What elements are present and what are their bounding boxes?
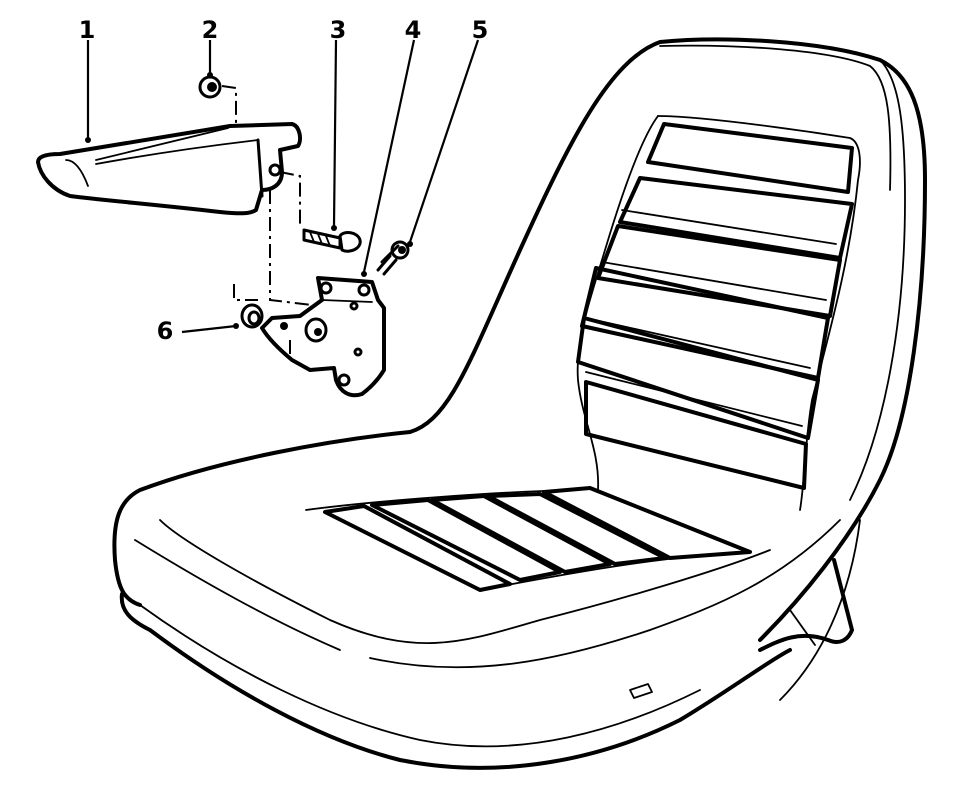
assembly-centerlines — [221, 85, 321, 356]
leader-lines — [85, 39, 480, 334]
callout-1-armrest: 1 — [78, 16, 96, 44]
bolt — [302, 228, 362, 253]
screw — [376, 240, 410, 276]
callout-3-bolt: 3 — [329, 16, 347, 44]
callout-4-bracket: 4 — [404, 16, 422, 44]
seat — [112, 37, 927, 770]
mounting-bracket — [260, 276, 386, 398]
armrest — [36, 122, 302, 216]
callout-2-nut: 2 — [201, 16, 219, 44]
nut — [198, 75, 222, 99]
callout-5-screw: 5 — [471, 16, 489, 44]
callout-6-bushing: 6 — [156, 317, 174, 345]
pivot-bushing — [240, 303, 328, 343]
